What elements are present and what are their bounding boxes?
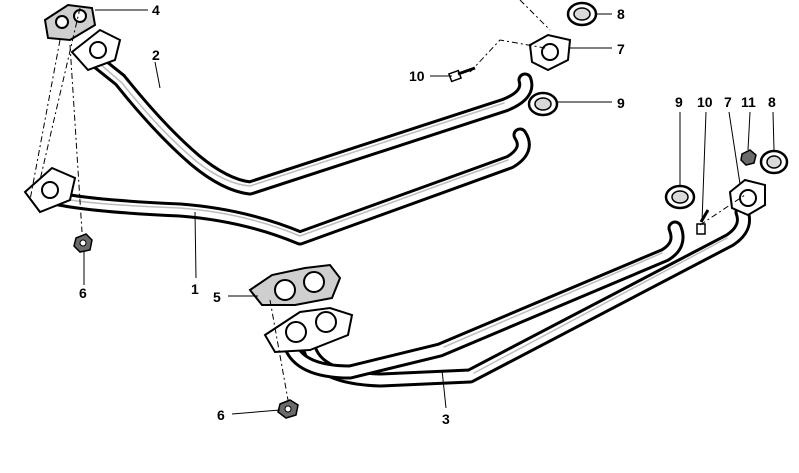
leader-lines: [83, 9, 775, 415]
callout-9-right: 9: [675, 94, 683, 110]
lower-left-pipe-flange: [23, 166, 77, 214]
callouts: 4 2 1 6 8 7 10 9 9 10 7 11 8 5 3 6: [79, 2, 776, 427]
callout-7-top: 7: [617, 41, 625, 57]
part-6-nut-left: [73, 233, 93, 253]
part-4-gasket-upper-left: [43, 3, 97, 42]
part-2-front-pipe-upper: [87, 52, 534, 196]
callout-6-bottom: 6: [217, 407, 225, 423]
callout-8-right: 8: [768, 94, 776, 110]
callout-7-right: 7: [724, 94, 732, 110]
part-7-flange-connector-top: [528, 33, 572, 72]
alignment-lines: [29, 0, 746, 401]
part-9-clamp-ring-top: [527, 91, 559, 117]
callout-10-top: 10: [409, 68, 425, 84]
callout-11: 11: [741, 94, 756, 110]
part-11-nut-small: [740, 149, 757, 166]
callout-1: 1: [191, 281, 199, 297]
callout-9-top: 9: [617, 95, 625, 111]
part-6-nut-bottom: [277, 399, 299, 419]
part-8-sealing-ring-right: [759, 149, 789, 175]
callout-2: 2: [152, 47, 160, 63]
center-pipe-flange: [263, 306, 354, 354]
part-7-flange-connector-right: [728, 178, 766, 217]
callout-4: 4: [152, 2, 160, 18]
part-1-front-pipe-lower: [37, 127, 531, 246]
part-5-gasket-center: [248, 263, 342, 306]
part-9-clamp-ring-right: [664, 184, 696, 210]
callout-5: 5: [213, 289, 221, 305]
part-3-front-pipe-pair-right: [282, 204, 751, 388]
callout-3: 3: [442, 411, 450, 427]
part-10-bolt-top: [447, 66, 476, 83]
callout-6-left: 6: [79, 285, 87, 301]
callout-8-top: 8: [617, 6, 625, 22]
part-8-sealing-ring-top: [566, 1, 598, 27]
callout-10-right: 10: [697, 94, 713, 110]
upper-left-pipe-flange: [70, 28, 122, 72]
